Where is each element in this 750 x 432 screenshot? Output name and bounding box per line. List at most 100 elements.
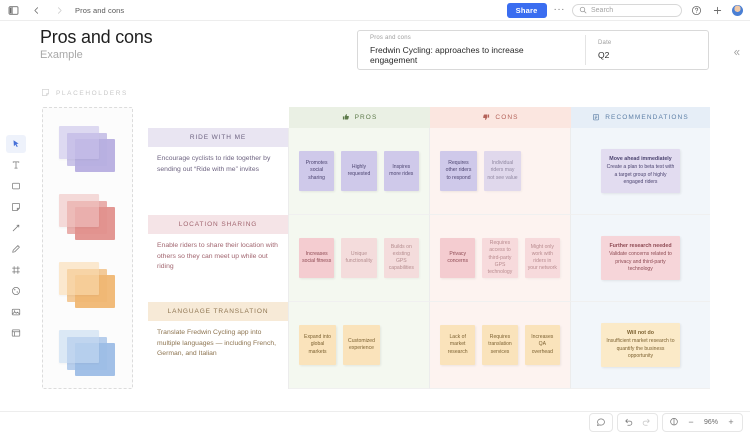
sticky-note-icon[interactable] — [6, 198, 26, 216]
pen-icon[interactable] — [6, 240, 26, 258]
plus-icon[interactable] — [710, 3, 724, 17]
cell-cons-location-sharing[interactable]: Privacy concerns Requires access to thir… — [430, 215, 571, 302]
row-label-description: Encourage cyclists to ride together by s… — [157, 155, 271, 173]
sticky-note[interactable]: Expand into global markets — [299, 325, 336, 365]
zoom-level[interactable]: 96% — [703, 418, 718, 426]
recommendation-title: Will not do — [626, 329, 655, 336]
recommendation-note[interactable]: Further research needed Validate concern… — [601, 236, 680, 280]
cell-recommendation-language-translation[interactable]: Will not do Insufficient market research… — [571, 302, 710, 389]
sticky-note[interactable]: Inspires more rides — [383, 151, 419, 191]
placeholders-header: PLACEHOLDERS — [41, 84, 128, 102]
cell-recommendation-location-sharing[interactable]: Further research needed Validate concern… — [571, 215, 710, 302]
cell-pros-ride-with-me[interactable]: Promotes social sharing Highly requested… — [289, 128, 430, 215]
sticky-note[interactable]: Individual riders may not see value — [484, 151, 521, 191]
matrix-column-headers: PROS CONS RECOMMENDATIONS — [148, 107, 710, 128]
top-bar-left: Pros and cons — [6, 3, 124, 17]
cursor-icon[interactable] — [6, 135, 26, 153]
sticky-note[interactable]: Promotes social sharing — [299, 151, 335, 191]
sticky-note[interactable]: Unique functionality — [341, 238, 377, 278]
red-note-stack[interactable] — [59, 194, 115, 240]
comment-icon[interactable] — [594, 416, 608, 429]
placeholders-label: PLACEHOLDERS — [56, 89, 128, 97]
row-label-language-translation[interactable]: LANGUAGE TRANSLATION Translate Fredwin C… — [148, 302, 289, 389]
zoom-in-button[interactable]: + — [728, 417, 734, 427]
matrix-column-cons: Requires other riders to respond Individ… — [430, 128, 571, 389]
search-placeholder: Search — [591, 6, 614, 14]
orange-note-stack[interactable] — [59, 262, 115, 308]
matrix-column-pros: Promotes social sharing Highly requested… — [289, 128, 430, 389]
sticky-note[interactable]: Builds on existing GPS capabilities — [383, 238, 419, 278]
recommendation-note[interactable]: Move ahead immediately Create a plan to … — [601, 149, 680, 193]
sticky-note[interactable]: Requires translation services — [482, 325, 518, 365]
placeholders-panel[interactable] — [42, 107, 133, 389]
search-input[interactable]: Search — [572, 3, 682, 17]
sticky-note[interactable]: Might only work with riders in your netw… — [524, 238, 560, 278]
panel-icon[interactable] — [6, 3, 20, 17]
sticky-note[interactable]: Increases QA overhead — [524, 325, 560, 365]
column-header-cons[interactable]: CONS — [430, 107, 571, 128]
redo-icon[interactable] — [639, 416, 653, 429]
frame-icon[interactable] — [6, 261, 26, 279]
sticky-note[interactable]: Lack of market research — [440, 325, 476, 365]
column-header-pros[interactable]: PROS — [289, 107, 430, 128]
matrix-column-recommendations: Move ahead immediately Create a plan to … — [571, 128, 710, 389]
fit-screen-icon[interactable] — [667, 416, 681, 429]
sticky-note[interactable]: Increases social fitness — [299, 238, 335, 278]
help-circle-icon[interactable] — [689, 3, 703, 17]
sticky-note[interactable]: Customized experience — [343, 325, 380, 365]
forward-icon[interactable] — [52, 3, 66, 17]
header-card-date-field[interactable]: Date Q2 — [586, 40, 623, 60]
palette-icon[interactable] — [6, 282, 26, 300]
avatar[interactable] — [731, 3, 744, 17]
breadcrumb[interactable]: Pros and cons — [75, 5, 125, 15]
page-title: Pros and cons — [40, 27, 153, 47]
row-label-description: Enable riders to share their location wi… — [157, 242, 278, 271]
recommendation-note[interactable]: Will not do Insufficient market research… — [601, 323, 680, 367]
matrix-row-labels: RIDE WITH ME Encourage cyclists to ride … — [148, 128, 289, 389]
row-label-title: LANGUAGE TRANSLATION — [148, 302, 288, 321]
card-icon[interactable] — [6, 324, 26, 342]
purple-note-stack[interactable] — [59, 126, 115, 172]
more-options-button[interactable]: ··· — [553, 4, 565, 15]
row-label-title: LOCATION SHARING — [148, 215, 288, 234]
cell-pros-language-translation[interactable]: Expand into global markets Customized ex… — [289, 302, 430, 389]
row-label-ride-with-me[interactable]: RIDE WITH ME Encourage cyclists to ride … — [148, 128, 289, 215]
row-label-description: Translate Fredwin Cycling app into multi… — [157, 329, 277, 358]
tool-rail — [6, 135, 26, 342]
row-label-location-sharing[interactable]: LOCATION SHARING Enable riders to share … — [148, 215, 289, 302]
share-button[interactable]: Share — [506, 2, 547, 18]
zoom-out-button[interactable]: − — [688, 417, 694, 427]
image-icon[interactable] — [6, 303, 26, 321]
cell-cons-language-translation[interactable]: Lack of market research Requires transla… — [430, 302, 571, 389]
text-icon[interactable] — [6, 156, 26, 174]
recommendation-body: Insufficient market research to quantify… — [606, 338, 675, 359]
back-icon[interactable] — [29, 3, 43, 17]
board-canvas[interactable]: Pros and cons Example Pros and cons Fred… — [0, 21, 750, 411]
sticky-note[interactable]: Highly requested — [341, 151, 377, 191]
header-card-main-field[interactable]: Pros and cons Fredwin Cycling: approache… — [358, 35, 586, 65]
square-icon[interactable] — [6, 177, 26, 195]
recommendation-body: Create a plan to beta test with a target… — [606, 164, 675, 185]
undo-icon[interactable] — [622, 416, 636, 429]
row-label-title: RIDE WITH ME — [148, 128, 288, 147]
cell-recommendation-ride-with-me[interactable]: Move ahead immediately Create a plan to … — [571, 128, 710, 215]
sticky-note[interactable]: Privacy concerns — [440, 238, 476, 278]
header-card[interactable]: Pros and cons Fredwin Cycling: approache… — [357, 30, 709, 70]
recommendation-title: Move ahead immediately — [609, 155, 672, 162]
chevrons-left-icon[interactable] — [728, 44, 744, 60]
cell-cons-ride-with-me[interactable]: Requires other riders to respond Individ… — [430, 128, 571, 215]
line-icon[interactable] — [6, 219, 26, 237]
header-card-date-value: Q2 — [598, 50, 610, 60]
sticky-note[interactable]: Requires access to third-party GPS techn… — [482, 238, 518, 278]
column-header-recommendations[interactable]: RECOMMENDATIONS — [571, 107, 710, 128]
column-header-recommendations-label: RECOMMENDATIONS — [605, 114, 689, 121]
sticky-note[interactable]: Requires other riders to respond — [440, 151, 477, 191]
cell-pros-location-sharing[interactable]: Increases social fitness Unique function… — [289, 215, 430, 302]
recommendation-title: Further research needed — [609, 242, 672, 249]
header-card-date-label: Date — [598, 40, 612, 46]
bottom-bar: − 96% + — [0, 411, 750, 432]
blue-note-stack[interactable] — [59, 330, 115, 376]
top-bar-right: Share ··· Search — [506, 2, 744, 18]
thumbs-down-icon — [482, 113, 490, 123]
